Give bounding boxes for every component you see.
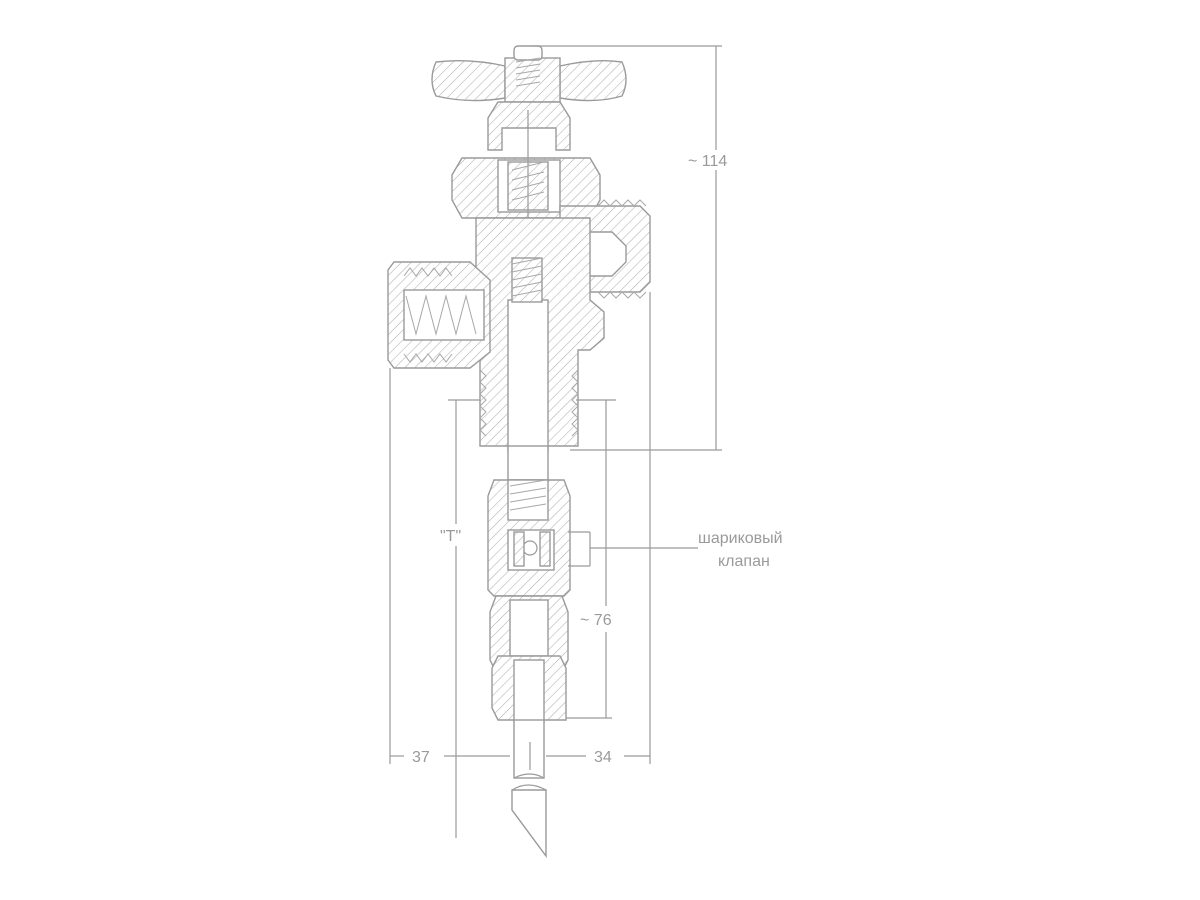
dimension-labels: ~ 114 ~ 76 "T" 37 34 шариковый клапан [412, 153, 783, 766]
left-offset-label: 37 [412, 749, 430, 766]
ball-valve-assembly [487, 445, 591, 723]
lower-tube [511, 719, 547, 859]
dimension-lines [389, 45, 722, 838]
side-port-left [387, 261, 491, 369]
handwheel [431, 45, 627, 103]
connection-length-label: "T" [440, 528, 461, 545]
lower-length-label: ~ 76 [580, 612, 612, 629]
ball-valve-label-line2: клапан [718, 553, 770, 570]
ball-valve-label-line1: шариковый [698, 530, 783, 547]
overall-height-label: ~ 114 [688, 153, 727, 170]
bonnet [451, 101, 601, 260]
right-offset-label: 34 [594, 749, 612, 766]
valve-body [469, 217, 605, 451]
